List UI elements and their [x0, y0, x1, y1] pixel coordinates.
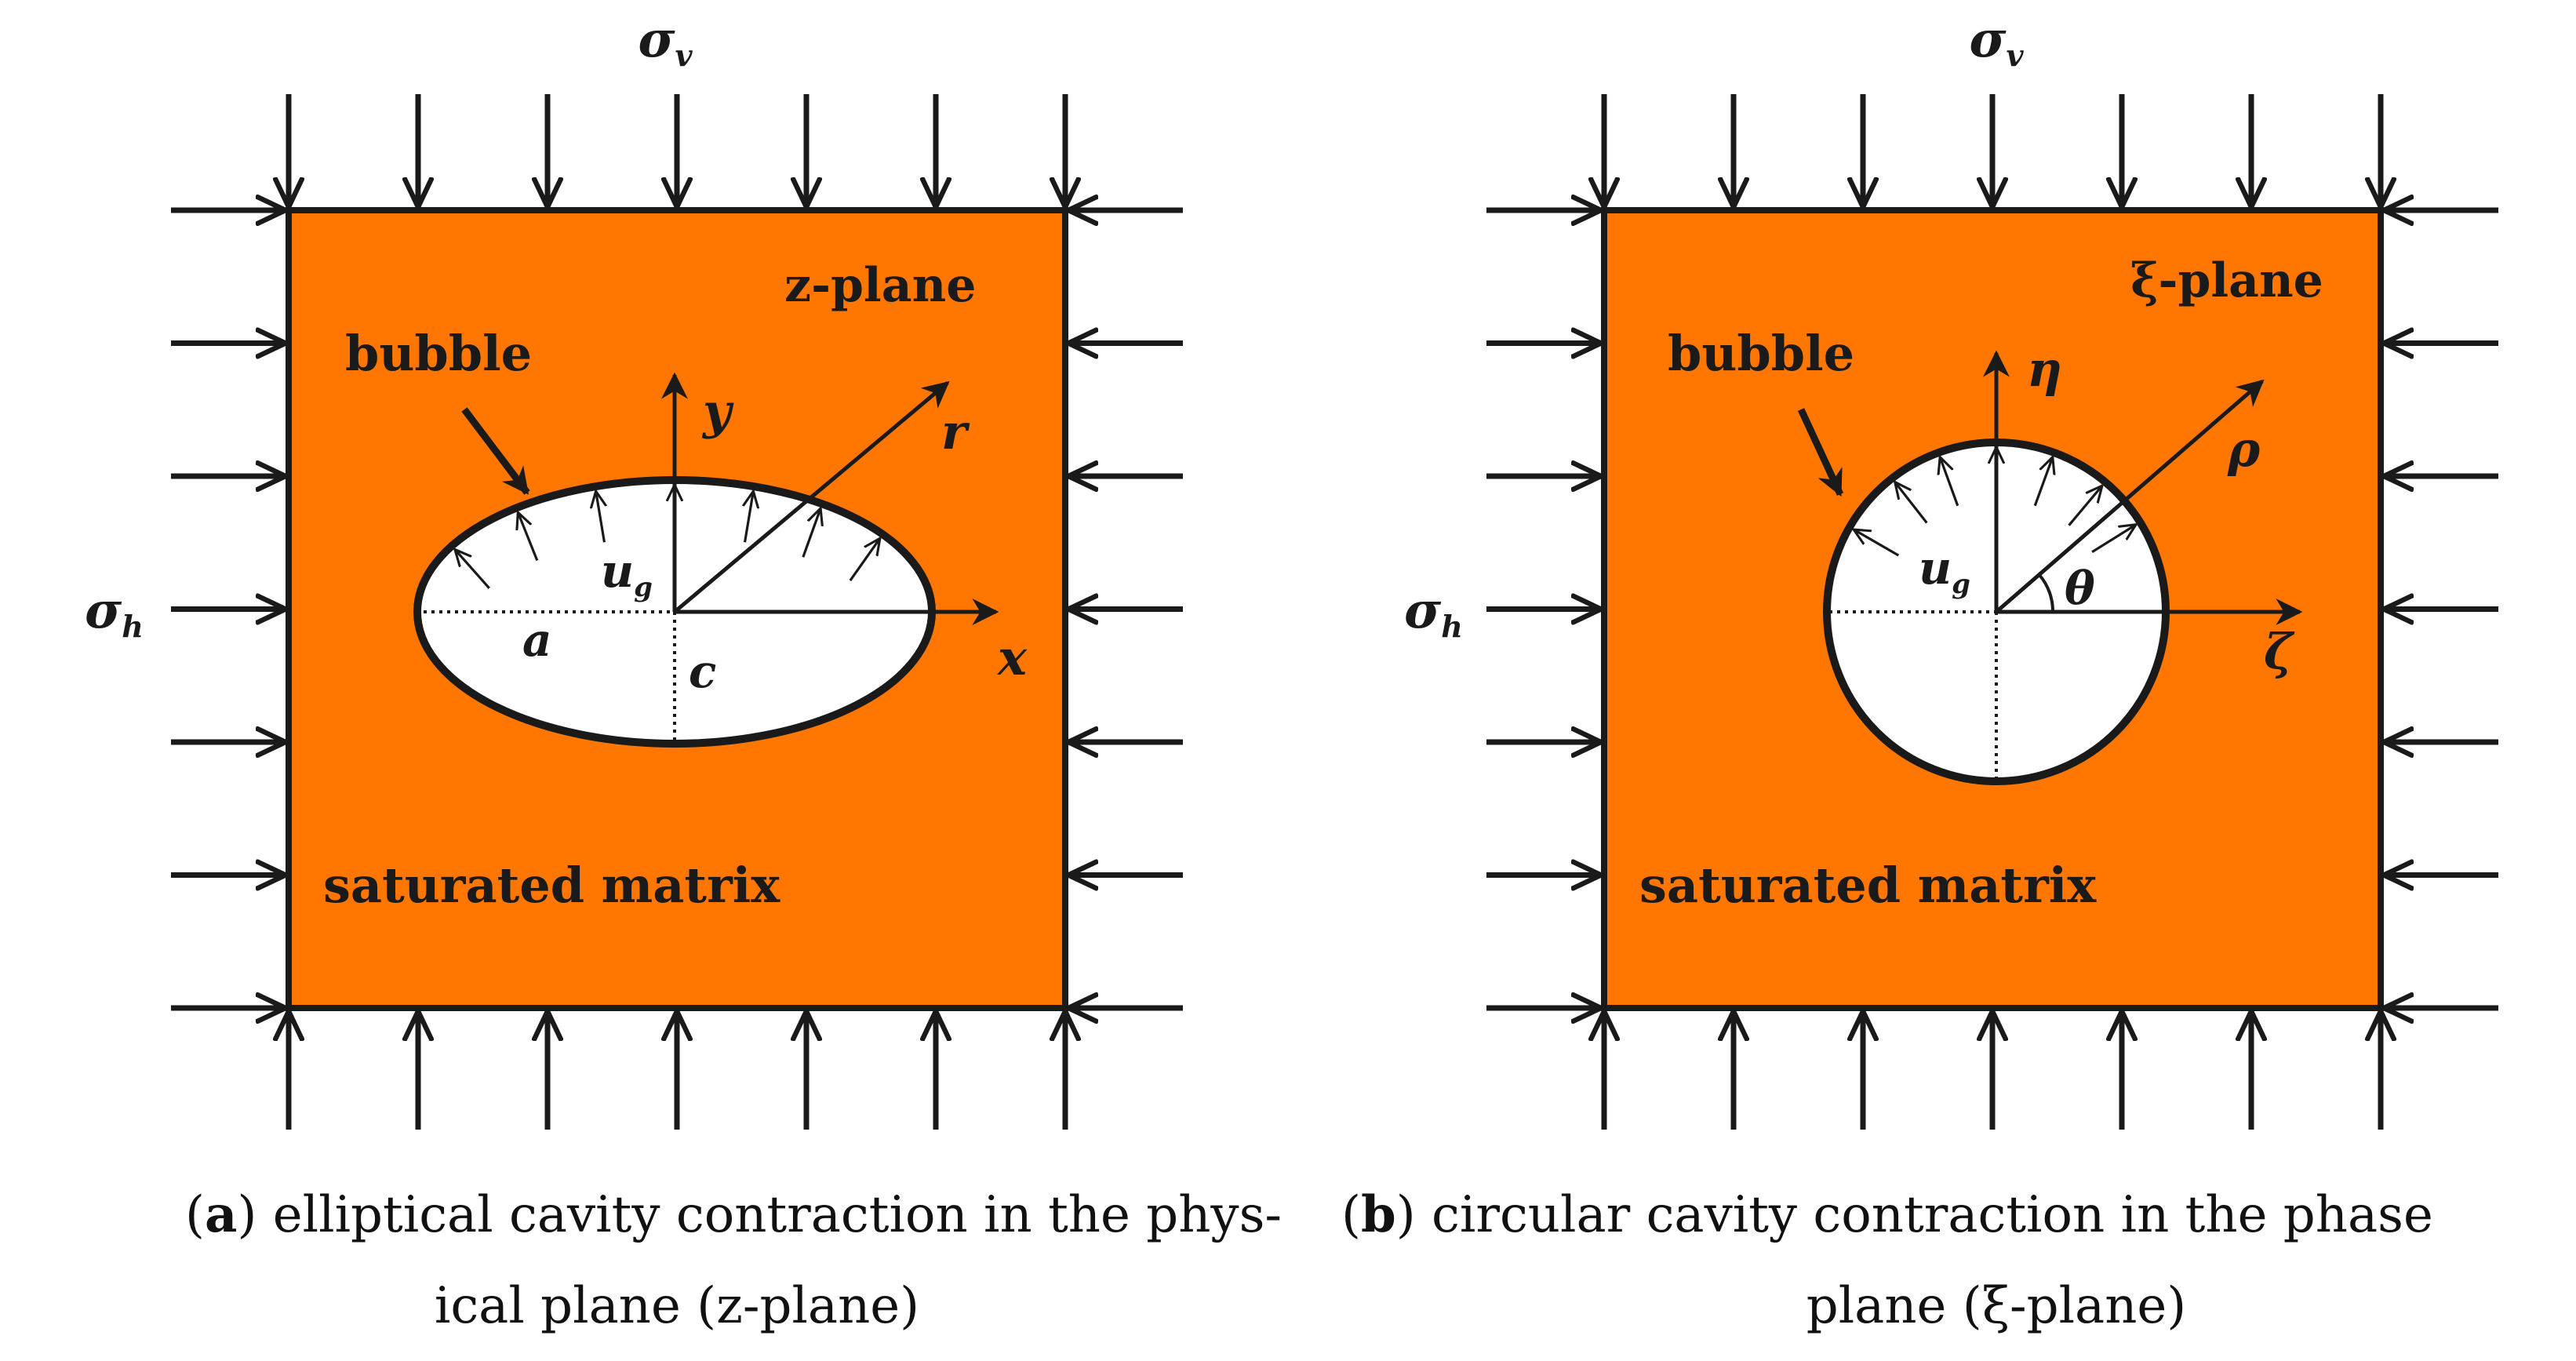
y-axis-label: y — [701, 383, 734, 440]
sigma-h-label-a: σh — [85, 581, 144, 644]
bubble-pointer-b — [1797, 408, 1844, 497]
panel-a-ug-arrow — [849, 538, 880, 582]
r-axis — [673, 380, 950, 613]
x-axis-label: x — [996, 629, 1028, 686]
rho-axis — [1995, 379, 2265, 613]
panel-b: σv σh ξ-plane bubble saturated matrix η … — [1341, 10, 2498, 1335]
panel-a-ug-arrow — [802, 508, 820, 558]
panel-b-ug-arrow — [2091, 525, 2136, 554]
panel-b-ug-arrow — [1940, 457, 1959, 507]
caption-a-line2: ical plane (z-plane) — [435, 1277, 919, 1335]
z-plane-label: z-plane — [784, 258, 976, 313]
panel-a: σv σh z-plane bubble saturated matrix y … — [85, 10, 1282, 1335]
semi-axis-a-label: a — [522, 613, 552, 667]
panel-b-ug-arrow — [2033, 457, 2053, 507]
load-arrows-a — [171, 94, 1183, 1130]
caption-b-line1: (b) circular cavity contraction in the p… — [1341, 1185, 2433, 1244]
theta-arc — [2038, 573, 2055, 613]
xi-plane-label: ξ-plane — [2130, 253, 2323, 308]
panel-a-ug-arrow — [745, 491, 754, 543]
sigma-h-label-b: σh — [1404, 581, 1463, 644]
theta-label: θ — [2065, 562, 2095, 615]
panel-b-ug-arrow — [2068, 486, 2102, 526]
bubble-label-b: bubble — [1668, 325, 1854, 382]
ug-label-b: ug — [1919, 541, 1970, 600]
bubble-pointer-a — [461, 407, 530, 495]
ug-label-a: ug — [601, 544, 653, 603]
r-axis-label: r — [941, 403, 970, 460]
panel-a-ug-arrow — [455, 549, 490, 589]
matrix-label-a: saturated matrix — [323, 857, 780, 914]
eta-axis-label: η — [2027, 340, 2062, 398]
rho-axis-label: ρ — [2227, 420, 2261, 478]
caption-b-line2: plane (ξ-plane) — [1806, 1277, 2187, 1335]
panel-a-ug-arrow — [518, 512, 539, 562]
caption-a-line1: (a) elliptical cavity contraction in the… — [185, 1185, 1282, 1244]
ug-arrows-a — [455, 485, 880, 589]
load-arrows-b — [1486, 94, 2498, 1130]
semi-axis-c-label: c — [689, 645, 716, 698]
sigma-v-label-b: σv — [1969, 10, 2024, 73]
bubble-label-a: bubble — [345, 325, 532, 382]
panel-a-ug-arrow — [596, 491, 605, 543]
sigma-v-label-a: σv — [638, 10, 693, 73]
panel-b-ug-arrow — [1854, 529, 1900, 557]
zeta-axis-label: ζ — [2264, 623, 2295, 680]
matrix-label-b: saturated matrix — [1639, 857, 2097, 914]
panel-b-ug-arrow — [1895, 482, 1928, 524]
